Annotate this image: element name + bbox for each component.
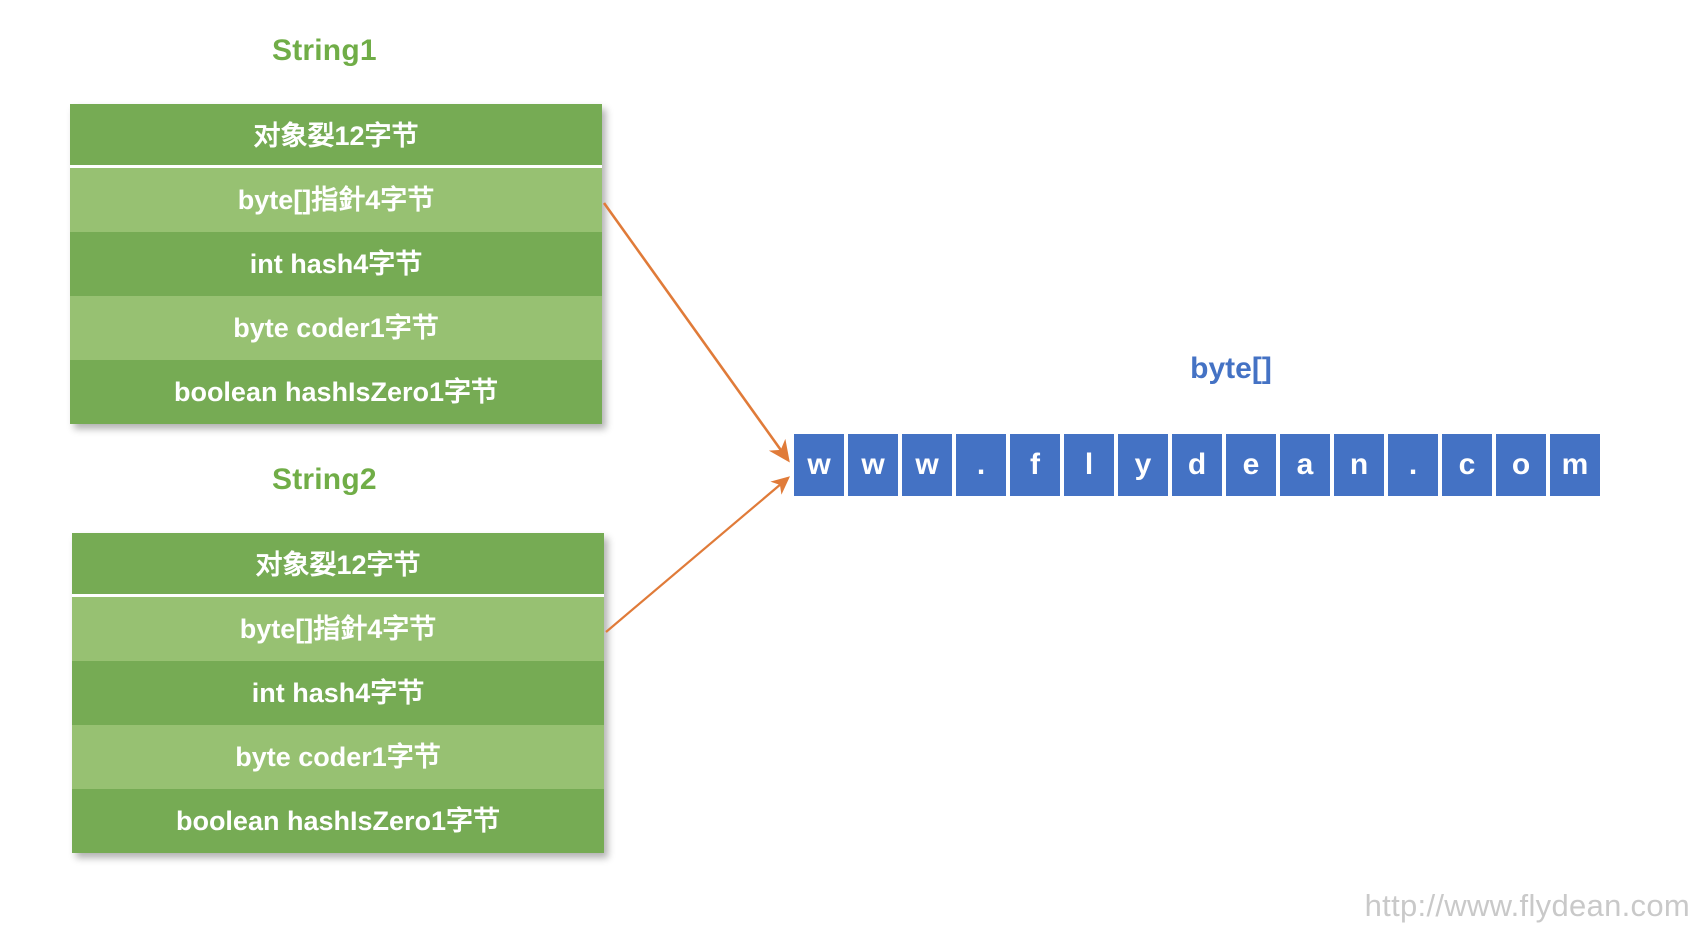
byte-cell: w xyxy=(848,434,898,496)
struct-row-int-hash: int hash4字节 xyxy=(72,661,604,725)
struct-row-boolean-hashiszero: boolean hashIsZero1字节 xyxy=(72,789,604,853)
byte-cell: . xyxy=(956,434,1006,496)
byte-cell: a xyxy=(1280,434,1330,496)
struct-row-bytearray-pointer: byte[]指針4字节 xyxy=(72,597,604,661)
byte-cell: w xyxy=(902,434,952,496)
byte-cell: y xyxy=(1118,434,1168,496)
struct-title-string2: String2 xyxy=(272,463,377,496)
struct-title-string1: String1 xyxy=(272,34,377,67)
byte-cell: w xyxy=(794,434,844,496)
struct-row-int-hash: int hash4字节 xyxy=(70,232,602,296)
struct-row-bytearray-pointer: byte[]指針4字节 xyxy=(70,168,602,232)
bytearray-label: byte[] xyxy=(1190,352,1272,385)
struct-row-object-header: 对象姴12字节 xyxy=(72,533,604,597)
struct-row-boolean-hashiszero: boolean hashIsZero1字节 xyxy=(70,360,602,424)
byte-cell: d xyxy=(1172,434,1222,496)
byte-cell: l xyxy=(1064,434,1114,496)
struct-row-byte-coder: byte coder1字节 xyxy=(72,725,604,789)
watermark-url: http://www.flydean.com xyxy=(1364,888,1690,923)
byte-cell: . xyxy=(1388,434,1438,496)
byte-cell: e xyxy=(1226,434,1276,496)
struct-row-byte-coder: byte coder1字节 xyxy=(70,296,602,360)
struct-box-string2: 对象姴12字节 byte[]指針4字节 int hash4字节 byte cod… xyxy=(72,533,604,853)
byte-cell: n xyxy=(1334,434,1384,496)
string2-pointer-arrow xyxy=(605,476,791,633)
byte-cell: c xyxy=(1442,434,1492,496)
struct-row-object-header: 对象姴12字节 xyxy=(70,104,602,168)
string1-pointer-arrow xyxy=(602,202,790,463)
struct-box-string1: 对象姴12字节 byte[]指針4字节 int hash4字节 byte cod… xyxy=(70,104,602,424)
byte-cell: o xyxy=(1496,434,1546,496)
byte-cell: m xyxy=(1550,434,1600,496)
byte-cell: f xyxy=(1010,434,1060,496)
